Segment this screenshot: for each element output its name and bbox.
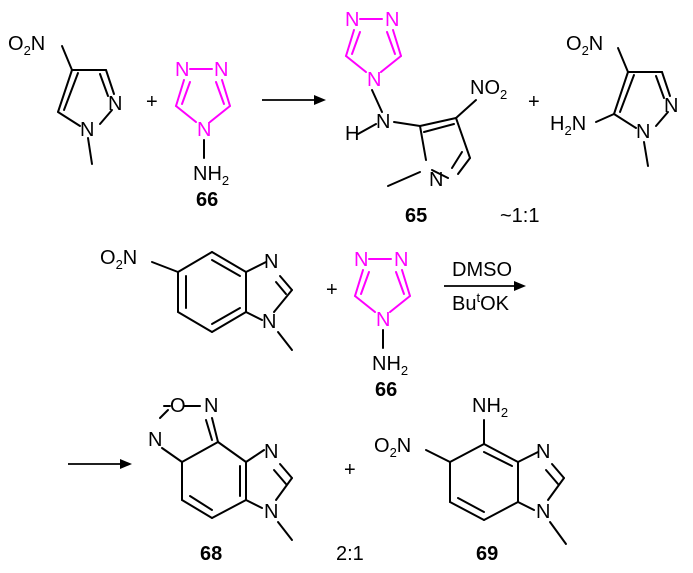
svg-text:O2N: O2N — [374, 435, 411, 460]
ratio-label-2: 2:1 — [336, 543, 364, 565]
svg-text:N: N — [80, 119, 94, 141]
svg-text:68: 68 — [200, 543, 222, 565]
svg-text:N: N — [175, 59, 189, 81]
svg-text:NO2: NO2 — [470, 77, 507, 102]
svg-text:N: N — [264, 501, 278, 523]
svg-text:N: N — [376, 111, 390, 133]
svg-text:N: N — [385, 9, 399, 31]
svg-text:N: N — [262, 311, 276, 333]
aminonitropyrazole-product: O2N H2N N N — [550, 33, 678, 167]
svg-text:N: N — [214, 59, 228, 81]
svg-text:O2N: O2N — [566, 33, 603, 58]
plus-sign: + — [528, 91, 540, 113]
svg-text:H: H — [345, 123, 359, 145]
svg-text:N: N — [264, 251, 278, 273]
svg-text:N: N — [345, 9, 359, 31]
svg-text:NH2: NH2 — [372, 353, 408, 378]
reagent-butok: ButOK — [452, 290, 510, 315]
reagent-dmso: DMSO — [452, 259, 512, 281]
svg-text:N: N — [664, 95, 678, 117]
svg-text:N: N — [376, 309, 390, 331]
svg-text:65: 65 — [405, 205, 427, 227]
svg-text:N: N — [367, 69, 381, 91]
svg-text:N: N — [536, 501, 550, 523]
svg-text:H2N: H2N — [550, 113, 586, 138]
svg-text:N: N — [394, 249, 408, 271]
plus-sign: + — [146, 91, 158, 113]
svg-text:NH2: NH2 — [193, 163, 229, 188]
aminotriazole-66-second: N N N NH2 66 — [354, 249, 411, 401]
reaction-arrow-3 — [68, 459, 132, 469]
svg-text:69: 69 — [476, 543, 498, 565]
svg-text:66: 66 — [375, 379, 397, 401]
svg-text:O2N: O2N — [100, 247, 137, 272]
plus-sign: + — [344, 459, 356, 481]
product-65: N N N N H NO2 N N 65 — [345, 9, 507, 227]
methyl-nitropyrazole-reactant: O2N N N — [8, 33, 122, 165]
reaction-arrow-1 — [262, 95, 326, 105]
svg-text:N: N — [204, 395, 218, 417]
svg-text:NH2: NH2 — [472, 395, 508, 420]
svg-text:N: N — [536, 441, 550, 463]
svg-text:N: N — [354, 249, 368, 271]
svg-text:N: N — [108, 93, 122, 115]
ratio-label-1: ~1:1 — [500, 205, 539, 227]
product-68: O N N N N 68 — [148, 395, 293, 565]
aminotriazole-66: N N N NH2 66 — [175, 59, 231, 211]
svg-text:N: N — [197, 119, 211, 141]
methyl-nitrobenzimidazole-reactant: O2N N N — [100, 247, 293, 351]
product-69: NH2 O2N N N 69 — [374, 395, 567, 565]
svg-text:66: 66 — [196, 189, 218, 211]
reaction-arrow-2: DMSO ButOK — [444, 259, 526, 315]
svg-text:N: N — [636, 121, 650, 143]
plus-sign: + — [326, 279, 338, 301]
svg-text:N: N — [264, 441, 278, 463]
svg-text:N: N — [148, 429, 162, 451]
svg-text:O: O — [170, 395, 186, 417]
svg-text:O2N: O2N — [8, 33, 45, 58]
